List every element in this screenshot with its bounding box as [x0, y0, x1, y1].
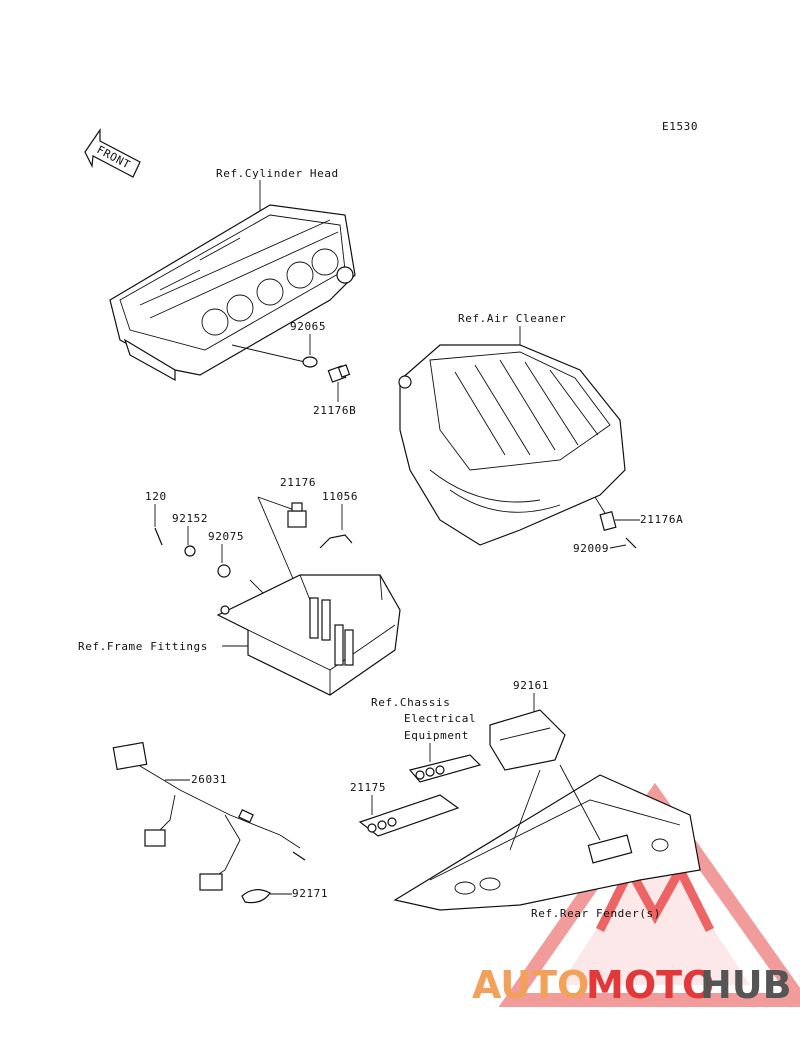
- air-cleaner-drawing: [398, 344, 626, 546]
- bolt-120-icon: [154, 527, 163, 546]
- frame-fittings-drawing: [216, 574, 401, 696]
- leader-line: [609, 544, 627, 549]
- rear-fender-drawing: [393, 774, 701, 911]
- wiring-harness-drawing: [112, 741, 306, 891]
- sensor-21176B-icon: [327, 364, 351, 383]
- holder-92161-icon: [489, 709, 566, 771]
- connector-block-icon: [408, 754, 482, 783]
- damper-92075-icon: [217, 564, 231, 578]
- ecu-21175-icon: [358, 794, 460, 837]
- part-92075-label: 92075: [208, 530, 244, 543]
- part-92171-label: 92171: [292, 887, 328, 900]
- washer-92065-icon: [302, 356, 318, 368]
- part-26031-label: 26031: [191, 773, 227, 786]
- part-21176-label: 21176: [280, 476, 316, 489]
- part-92065-label: 92065: [290, 320, 326, 333]
- part-21176A-label: 21176A: [640, 513, 683, 526]
- leader-line: [509, 769, 541, 851]
- part-21175-label: 21175: [350, 781, 386, 794]
- leader-line: [559, 764, 601, 841]
- ref-chassis-label-1: Ref.Chassis: [371, 696, 450, 709]
- watermark-logo-icon: [498, 782, 800, 1007]
- watermark-text: AUTO MOTO HUB: [472, 963, 792, 1007]
- leader-line: [249, 579, 266, 596]
- collar-92152-icon: [184, 545, 196, 557]
- watermark-part1: AUTO: [472, 963, 589, 1007]
- ref-air-cleaner-label: Ref.Air Cleaner: [458, 312, 566, 325]
- part-92152-label: 92152: [172, 512, 208, 525]
- sensor-21176A-icon: [599, 510, 617, 532]
- leader-line: [231, 344, 306, 363]
- part-11056-label: 11056: [322, 490, 358, 503]
- ref-rear-fender-label: Ref.Rear Fender(s): [531, 907, 661, 920]
- part-120-label: 120: [145, 490, 167, 503]
- watermark-part2: MOTO: [586, 963, 714, 1007]
- ref-cylinder-head-label: Ref.Cylinder Head: [216, 167, 339, 180]
- part-21176B-label: 21176B: [313, 404, 356, 417]
- watermark-part3: HUB: [700, 963, 792, 1007]
- bracket-11056-icon: [319, 534, 353, 549]
- diagram-code: E1530: [662, 120, 698, 133]
- clamp-92171-icon: [241, 889, 271, 904]
- ref-chassis-label-3: Equipment: [404, 729, 469, 742]
- sensor-21176-icon: [287, 502, 307, 528]
- ref-frame-fittings-label: Ref.Frame Fittings: [78, 640, 208, 653]
- part-92161-label: 92161: [513, 679, 549, 692]
- part-92009-label: 92009: [573, 542, 609, 555]
- screw-92009-icon: [625, 537, 637, 549]
- leader-line: [594, 496, 606, 514]
- cylinder-head-drawing: [109, 204, 356, 382]
- front-arrow-icon: FRONT: [84, 128, 141, 178]
- ref-chassis-label-2: Electrical: [404, 712, 476, 725]
